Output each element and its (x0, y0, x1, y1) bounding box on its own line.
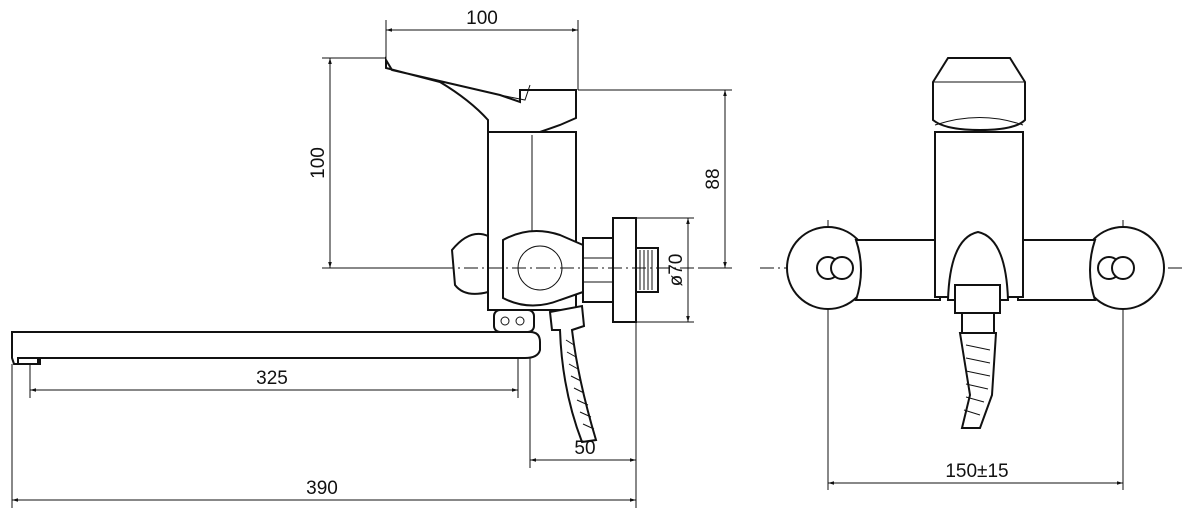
front-view: 150±15 (760, 57, 1182, 490)
thread-fitting (635, 247, 659, 293)
decorative-flange (612, 217, 637, 323)
dim-flange-diameter: ø70 (666, 254, 687, 287)
dim-total-length: 390 (306, 478, 338, 499)
dim-spout-length: 325 (256, 368, 288, 389)
hex-nut (582, 237, 614, 303)
spout-aerator (17, 357, 39, 365)
diverter-knob (450, 232, 489, 295)
spout (11, 331, 541, 365)
side-view: 100 100 88 ø70 325 50 390 (11, 8, 732, 508)
shower-hose (548, 304, 598, 444)
lever-handle (385, 56, 577, 133)
dim-hose-offset: 50 (574, 438, 595, 459)
dim-lever-width: 100 (466, 8, 498, 29)
dim-center-distance: 150±15 (945, 461, 1008, 482)
dim-total-height: 100 (308, 147, 329, 179)
bottom-fitting (493, 309, 535, 333)
front-shower-hose (958, 332, 998, 429)
front-bottom-fitting (954, 284, 1001, 314)
dim-axis-height: 88 (703, 168, 724, 189)
front-lever-handle (932, 57, 1026, 132)
